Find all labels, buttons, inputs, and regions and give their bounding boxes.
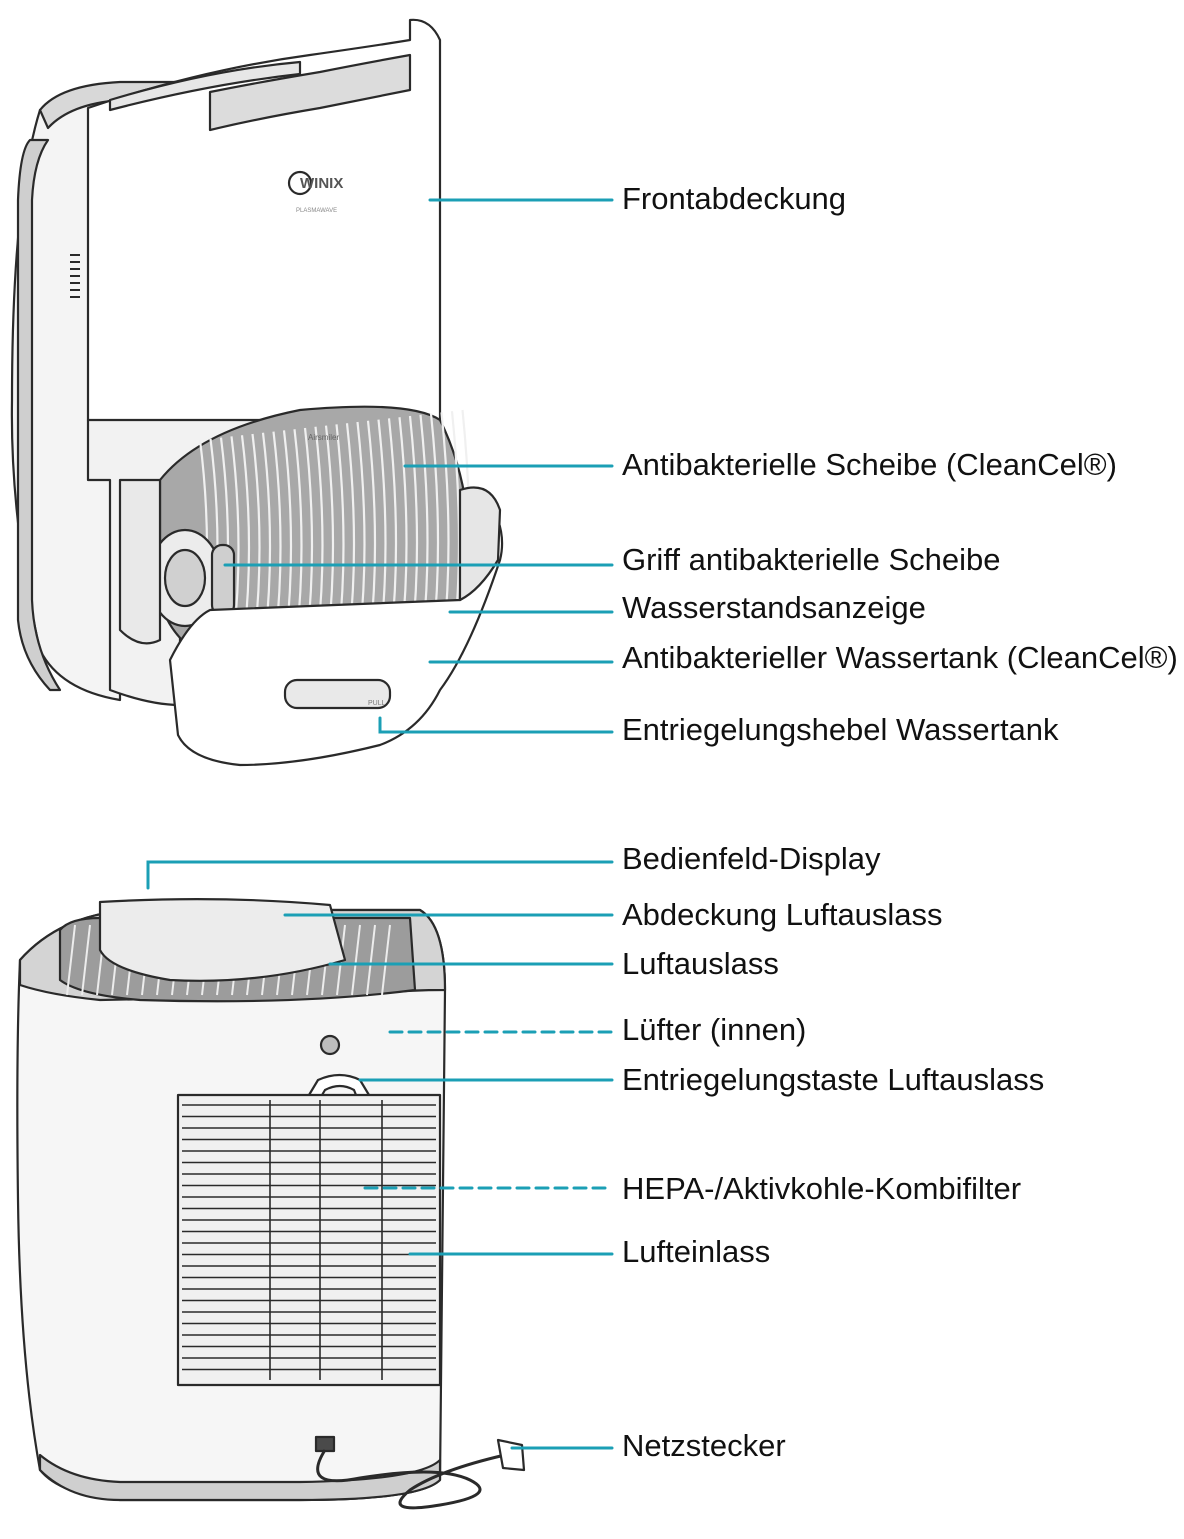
- fan-knob: [319, 1034, 341, 1056]
- label-frontabdeckung: Frontabdeckung: [622, 180, 847, 216]
- rear-view-device: [16, 898, 526, 1510]
- brand-model: Airsmiler: [308, 433, 339, 442]
- power-cord: [316, 1449, 506, 1510]
- housing-side-band: [16, 138, 62, 692]
- power-socket: [314, 1435, 336, 1453]
- brand-logo: WINIX: [300, 175, 343, 192]
- leader-entriegelungshebel: [378, 716, 614, 734]
- label-entriegelungstaste: Entriegelungstaste Luftauslass: [622, 1061, 1045, 1097]
- logo-emblem: [287, 170, 313, 196]
- side-vent: [70, 254, 80, 298]
- water-tank-rim: [458, 486, 502, 602]
- front-view-device: PULL WINIX PLASMAWAVE Airsmiler: [10, 18, 504, 767]
- brand-sub: PLASMAWAVE: [296, 208, 337, 214]
- tank-release-mark: PULL: [368, 700, 386, 707]
- grille-slat: [366, 924, 376, 996]
- leader-bedienfeld: [146, 860, 614, 890]
- grille-slat: [66, 924, 76, 996]
- cover-top-edge: [108, 60, 302, 112]
- disc-hub-inner: [163, 548, 207, 608]
- grille-slat: [351, 924, 361, 996]
- label-lufteinlass: Lufteinlass: [622, 1233, 771, 1269]
- label-luftauslass: Luftauslass: [622, 945, 779, 981]
- water-level-window: [283, 678, 392, 710]
- label-entriegelungshebel: Entriegelungshebel Wassertank: [622, 711, 1059, 747]
- label-antibakterielle-scheibe: Antibakterielle Scheibe (CleanCel®): [622, 446, 1117, 482]
- label-bedienfeld-display: Bedienfeld-Display: [622, 840, 881, 876]
- grille-slat: [81, 924, 91, 996]
- label-netzstecker: Netzstecker: [622, 1427, 786, 1463]
- label-abdeckung-luftauslass: Abdeckung Luftauslass: [622, 896, 943, 932]
- rear-base: [38, 1453, 442, 1502]
- filter-panel[interactable]: [176, 1093, 442, 1387]
- label-wasserstandsanzeige: Wasserstandsanzeige: [622, 589, 926, 625]
- label-luefter: Lüfter (innen): [622, 1011, 807, 1047]
- cover-handle[interactable]: [208, 53, 412, 132]
- tank-inner-shadow: [118, 478, 162, 645]
- label-kombifilter: HEPA-/Aktivkohle-Kombifilter: [622, 1170, 1022, 1206]
- filter-slats: [182, 1100, 436, 1380]
- outlet-cover[interactable]: [98, 898, 347, 982]
- label-griff-scheibe: Griff antibakterielle Scheibe: [622, 541, 1001, 577]
- leader-lines: [146, 198, 614, 1450]
- power-plug[interactable]: [496, 1438, 526, 1472]
- disc-grip[interactable]: [210, 543, 236, 617]
- grille-slat: [381, 924, 391, 996]
- label-wassertank: Antibakterieller Wassertank (CleanCel®): [622, 639, 1178, 675]
